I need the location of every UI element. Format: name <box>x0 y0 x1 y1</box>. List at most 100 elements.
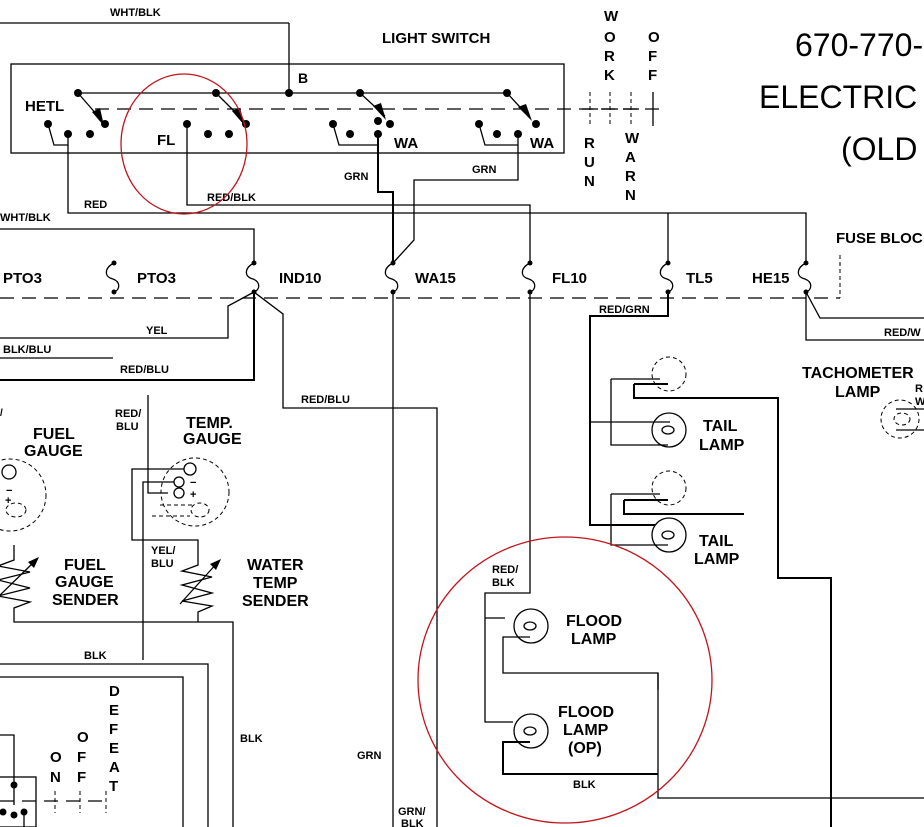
flood-lamp-label-1: FLOOD <box>566 613 622 630</box>
position-warn: W A R N <box>625 130 640 204</box>
label-grn-2: GRN <box>472 164 497 176</box>
temp-gauge-dial <box>160 457 230 527</box>
label-wht-blk-top: WHT/BLK <box>110 7 161 19</box>
wire-red-blu-gauge <box>147 395 168 494</box>
svg-text:A: A <box>625 149 636 166</box>
terminal-b-label: B <box>298 70 308 86</box>
fuel-sender-wiper <box>0 559 37 597</box>
fuel-gauge-label-2: GAUGE <box>24 443 83 460</box>
fuel-gauge-dial <box>0 458 47 532</box>
position-work: W O R K <box>604 8 619 84</box>
filament-icon <box>523 621 537 631</box>
highlight-circle-flood-lamps <box>417 536 713 824</box>
temp-gauge: TEMP. GAUGE − + YEL/ BLU <box>131 415 242 660</box>
wire-red-blk <box>186 124 531 265</box>
svg-text:F: F <box>648 67 657 84</box>
fuse-block: FUSE BLOC PTO3 PTO3 IND10 WA15 FL10 <box>0 230 923 299</box>
wire-red-blu-1 <box>0 292 255 381</box>
terminal-fl-label: FL <box>157 132 175 149</box>
label-red-blu-1: RED/BLU <box>120 364 169 376</box>
filament-icon <box>523 726 537 736</box>
tachometer-lamp: TACHOMETER LAMP R W <box>802 365 924 439</box>
clipped-label: / <box>0 408 3 419</box>
wire-blk-1 <box>0 663 209 827</box>
tail-lamp-ground <box>633 384 832 827</box>
tail-lamps: TAIL LAMP TAIL LAMP <box>610 356 832 827</box>
terminal-b <box>285 89 293 97</box>
svg-text:N: N <box>625 187 636 204</box>
minus-icon: − <box>6 485 12 497</box>
flood-lamp <box>513 608 549 644</box>
flood-lamp-op-label-1: FLOOD <box>558 704 614 721</box>
label-grn-blk-b: BLK <box>401 818 424 827</box>
wa2-contact <box>493 130 501 138</box>
label-tach-w: W <box>915 396 924 408</box>
switch-position-detents <box>582 92 654 126</box>
wa2-arrow <box>518 104 532 121</box>
label-yel-blu-b: BLU <box>151 558 174 570</box>
svg-text:HE15: HE15 <box>752 270 790 287</box>
tail-lamp-2-return <box>610 494 668 546</box>
label-yel: YEL <box>146 325 168 337</box>
label-blk-1: BLK <box>84 650 107 662</box>
fuel-gauge-terminal <box>1 464 17 480</box>
flood-lamp-label-2: LAMP <box>571 631 617 648</box>
svg-text:E: E <box>109 740 119 757</box>
position-off: O F F <box>648 29 660 84</box>
fl-contact <box>204 130 212 138</box>
svg-text:TL5: TL5 <box>686 270 713 287</box>
wire-red-blu-2 <box>253 291 438 827</box>
terminal-wa2-label: WA <box>530 135 554 152</box>
label-grn-1: GRN <box>344 171 369 183</box>
tail-lamp-2-label-1: TAIL <box>699 533 734 550</box>
label-yel-blu-a: YEL/ <box>151 545 175 557</box>
label-red-blk-flood-b: BLK <box>492 577 515 589</box>
plus-icon: + <box>190 489 196 501</box>
svg-text:FL10: FL10 <box>552 270 587 287</box>
label-red-blk-top: RED/BLK <box>207 192 256 204</box>
temp-gauge-label-1: TEMP. <box>186 415 233 432</box>
svg-text:O: O <box>604 29 616 46</box>
filament-icon <box>661 530 675 540</box>
flood-lamp-op-return <box>502 741 658 775</box>
svg-text:R: R <box>584 135 595 152</box>
label-blk-blu: BLK/BLU <box>3 344 51 356</box>
fuel-sender-resistor <box>0 545 234 827</box>
title-line-3: (OLD <box>841 131 917 167</box>
svg-text:O: O <box>77 729 89 746</box>
temp-gauge-terminal <box>183 462 197 476</box>
defeat-switch-area: BLK BLK O N O F F D E F E A T <box>0 650 263 827</box>
plus-icon: + <box>5 495 11 507</box>
label-red-grn: RED/GRN <box>599 304 650 316</box>
label-wht-blk-left: WHT/BLK <box>0 212 51 224</box>
flood-lamp-op-label-3: (OP) <box>568 740 602 757</box>
wire-red-blk-flood <box>484 292 531 723</box>
label-red-blk-flood-a: RED/ <box>492 564 518 576</box>
fuel-sender-label-1: FUEL <box>64 557 106 574</box>
fuse-he15: HE15 <box>752 260 812 295</box>
svg-text:N: N <box>50 769 61 786</box>
svg-text:O: O <box>50 749 62 766</box>
fuse-ind10: IND10 <box>245 260 322 295</box>
svg-text:W: W <box>604 8 619 25</box>
flood-lamp-op <box>513 713 549 749</box>
fuse-pto3-a: PTO3 <box>3 270 42 287</box>
title-line-1: 670-770- <box>795 27 923 63</box>
position-off-defeat: O F F <box>77 729 89 786</box>
flood-lamps: FLOOD LAMP BLK FLOOD LAMP (OP) <box>502 608 924 799</box>
temp-gauge-lamp <box>190 502 210 518</box>
svg-text:IND10: IND10 <box>279 270 322 287</box>
tach-lamp-bulb <box>880 399 920 439</box>
wire-he15-a <box>805 291 924 319</box>
svg-text:WA15: WA15 <box>415 270 456 287</box>
tail-lamp-2-socket <box>651 470 687 506</box>
fuel-gauge-lamp <box>5 502 27 518</box>
wire-grn-wa2 <box>392 134 519 264</box>
label-grn-3: GRN <box>357 750 382 762</box>
temp-gauge-label-2: GAUGE <box>183 431 242 448</box>
title-line-2: ELECTRIC <box>759 79 917 115</box>
fuse-wa15: WA15 <box>384 260 456 295</box>
flood-lamp-op-label-2: LAMP <box>563 722 609 739</box>
wa1-arrow <box>373 103 386 120</box>
